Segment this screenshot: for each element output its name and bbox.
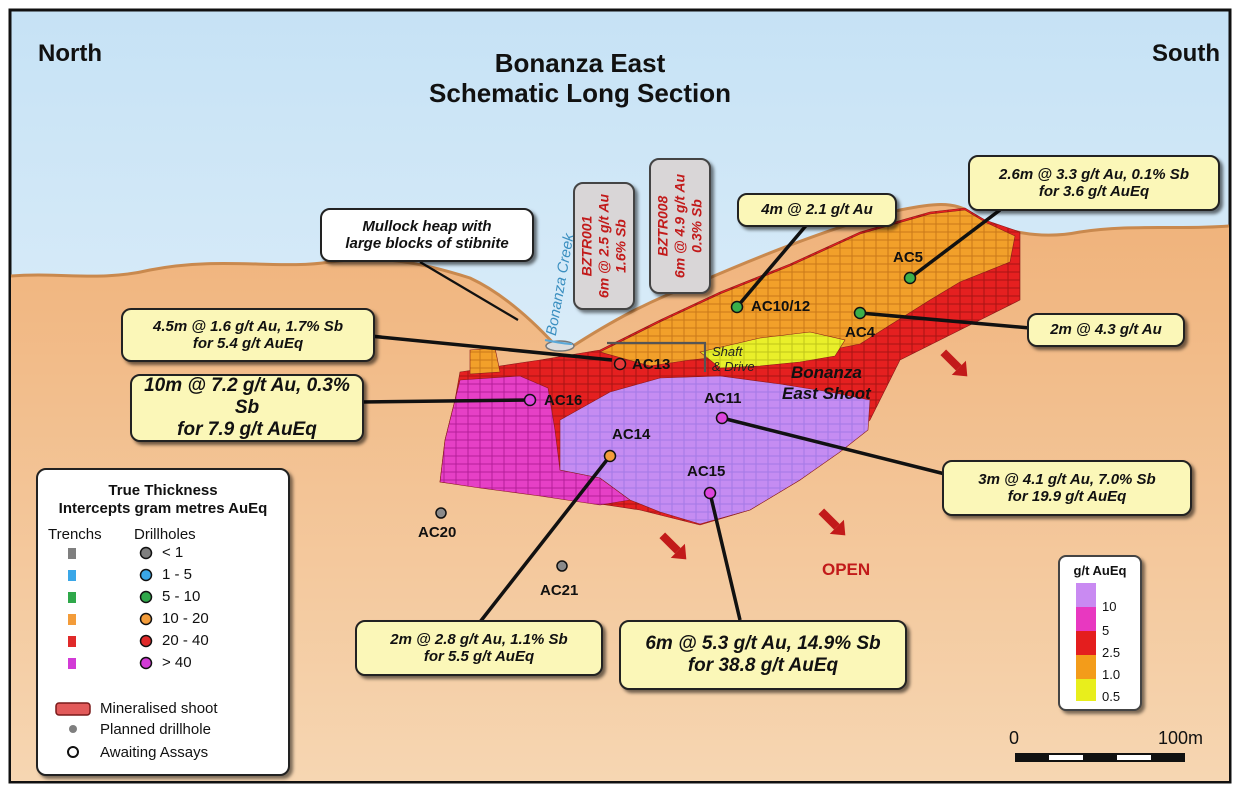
- dh-label-ac20: AC20: [418, 524, 457, 541]
- trench-bztr001-text: BZTR001 6m @ 2.5 g/t Au 1.6% Sb: [578, 193, 629, 299]
- callout-ac10: 4m @ 2.1 g/t Au: [737, 193, 897, 227]
- shaft-label: Shaft & Drive: [712, 344, 755, 374]
- grade-scale: g/t AuEq 10 5 2.5 1.0 0.5: [1058, 555, 1142, 711]
- mullock-note: Mullock heap with large blocks of stibni…: [320, 208, 534, 262]
- shaft-drive: [607, 341, 707, 372]
- zone-yellow: [699, 331, 846, 369]
- scale-bar: [1015, 753, 1185, 762]
- legend-title-2: Intercepts gram metres AuEq: [58, 500, 268, 517]
- legend-drillhole-swatch: [139, 656, 153, 670]
- dh-label-ac5: AC5: [893, 249, 924, 266]
- legend-row-label: 1 - 5: [162, 566, 193, 583]
- legend-drillhole-swatch: [139, 634, 153, 648]
- legend-row-label: 5 - 10: [162, 588, 201, 605]
- grade-label-1: 1.0: [1102, 667, 1121, 682]
- legend-row-label: 20 - 40: [162, 632, 209, 649]
- legend-col-drillholes: Drillholes: [134, 526, 196, 543]
- trench-bztr001: BZTR001 6m @ 2.5 g/t Au 1.6% Sb: [573, 182, 635, 310]
- zone-magenta: [439, 375, 631, 506]
- open-label: OPEN: [822, 560, 871, 579]
- open-arrows: [659, 349, 968, 560]
- legend-drillhole-swatch: [139, 568, 153, 582]
- callout-ac4: 2m @ 4.3 g/t Au: [1027, 313, 1185, 347]
- legend-trench-swatch: [68, 658, 76, 669]
- dh-label-ac10-12: AC10/12: [751, 298, 811, 315]
- legend-drillhole-swatch: [139, 546, 153, 560]
- trench-bztr008: BZTR008 6m @ 4.9 g/t Au 0.3% Sb: [649, 158, 711, 294]
- legend-row-label: > 40: [162, 654, 192, 671]
- legend-planned: Planned drillhole: [100, 721, 211, 738]
- dh-label-ac16: AC16: [544, 392, 583, 409]
- grade-swatch-5: [1076, 607, 1096, 631]
- south-label: South: [1152, 40, 1220, 67]
- legend-row-label: < 1: [162, 544, 184, 561]
- leader-lines: [359, 208, 1031, 624]
- drillhole-markers: [435, 271, 917, 572]
- title-line-1: Bonanza East: [494, 48, 666, 78]
- grade-swatch-1: [1076, 655, 1096, 679]
- scale-bar-zero: 0: [1009, 728, 1020, 748]
- grade-label-0-5: 0.5: [1102, 689, 1121, 704]
- grade-swatch-2-5: [1076, 631, 1096, 655]
- grade-swatch-0-5: [1076, 679, 1096, 701]
- scale-bar-100m: 100m: [1158, 728, 1204, 748]
- block-model: [439, 207, 1021, 526]
- dh-label-ac4: AC4: [845, 324, 876, 341]
- legend: True Thickness Intercepts gram metres Au…: [36, 468, 290, 776]
- dh-label-ac21: AC21: [540, 582, 579, 599]
- legend-awaiting: Awaiting Assays: [100, 744, 209, 761]
- trench-bztr008-text: BZTR008 6m @ 4.9 g/t Au 0.3% Sb: [654, 173, 705, 279]
- grade-label-2-5: 2.5: [1102, 645, 1121, 660]
- legend-trench-swatch: [68, 592, 76, 603]
- north-label: North: [38, 40, 102, 67]
- grade-label-10: 10: [1102, 599, 1117, 614]
- legend-swatches: [55, 546, 153, 758]
- legend-drillhole-swatch: [139, 590, 153, 604]
- dh-label-ac15: AC15: [687, 463, 726, 480]
- grade-label-5: 5: [1102, 623, 1110, 638]
- dh-label-ac14: AC14: [612, 426, 651, 443]
- legend-mineralised: Mineralised shoot: [100, 700, 218, 717]
- grade-swatch-gt10: [1076, 583, 1096, 607]
- legend-trench-swatch: [68, 548, 76, 559]
- zone-purple: [559, 375, 871, 525]
- dh-label-ac13: AC13: [632, 356, 671, 373]
- legend-title-1: True Thickness: [108, 482, 218, 499]
- legend-drillhole-swatch: [139, 612, 153, 626]
- legend-row-label: 10 - 20: [162, 610, 209, 627]
- diagram-title: Bonanza East Schematic Long Section: [380, 48, 780, 108]
- dh-label-ac11: AC11: [704, 390, 742, 407]
- title-line-2: Schematic Long Section: [429, 78, 731, 108]
- grade-scale-title: g/t AuEq: [1073, 563, 1127, 578]
- legend-trench-swatch: [68, 614, 76, 625]
- legend-trench-swatch: [68, 636, 76, 647]
- legend-trench-swatch: [68, 570, 76, 581]
- shoot-label: Bonanza East Shoot: [782, 363, 871, 403]
- legend-col-trenchs: Trenchs: [48, 526, 102, 543]
